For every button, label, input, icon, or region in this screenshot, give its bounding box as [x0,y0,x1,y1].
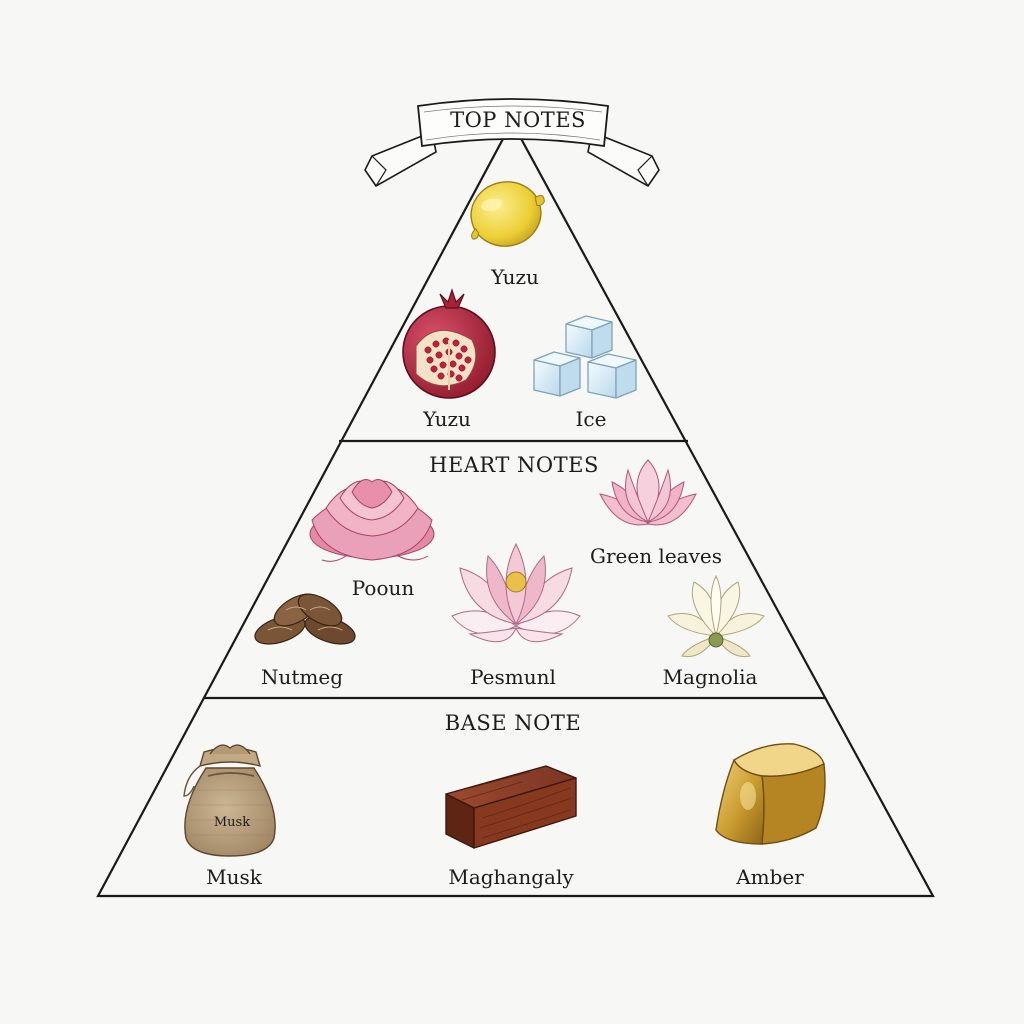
note-label-nutmeg: Nutmeg [261,665,343,689]
note-label-magnolia: Magnolia [663,665,758,689]
note-label-yuzu-2: Yuzu [422,407,471,431]
sack-label: Musk [214,815,250,830]
note-label-musk: Musk [206,865,263,889]
ice-cubes-icon [533,315,637,399]
note-label-maghangaly: Maghangaly [448,865,574,889]
lemon-icon [470,181,545,247]
lotus-icon [451,542,581,643]
tier-base: BASE NOTE Musk Musk Maghangaly [183,711,826,889]
pomegranate-icon [402,288,496,399]
peony-icon [309,479,435,562]
amber-cube-icon [715,743,826,845]
burlap-sack-icon: Musk [183,744,276,857]
note-label-pooun: Pooun [352,576,415,600]
tier-top: Yuzu Yuzu [402,181,637,431]
wood-block-icon [445,765,577,849]
nutmeg-icon [254,593,356,645]
base-note-title: BASE NOTE [445,711,581,735]
note-label-pesmunl: Pesmunl [470,665,556,689]
pink-lotus-icon [599,459,697,526]
top-notes-banner: TOP NOTES [364,98,660,188]
pyramid [96,119,935,898]
magnolia-icon [667,574,765,658]
note-label-yuzu: Yuzu [490,265,539,289]
heart-notes-title: HEART NOTES [429,453,599,477]
banner-title: TOP NOTES [450,108,586,132]
tier-heart: HEART NOTES Pooun Green leaves [254,453,765,689]
note-label-green-leaves: Green leaves [590,544,722,568]
note-label-amber: Amber [735,865,804,889]
note-label-ice: Ice [576,407,607,431]
pyramid-outline [96,119,935,898]
